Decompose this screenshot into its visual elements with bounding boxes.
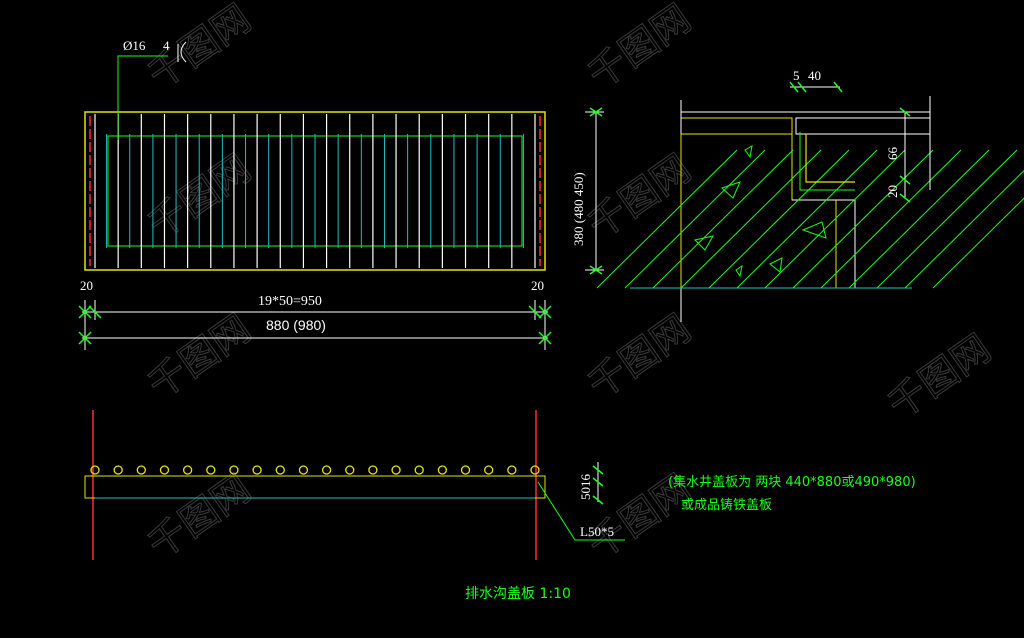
hatch-line <box>624 149 766 289</box>
hatch-line <box>876 149 1018 289</box>
section-angle <box>805 134 855 183</box>
bar-dia-label: Ø16 <box>123 38 146 53</box>
hatch-line <box>932 197 1024 289</box>
elev-bar-dot <box>113 465 123 475</box>
elev-bar-dot <box>530 465 540 475</box>
elev-bar-dot <box>507 465 517 475</box>
elev-thk-label: 5016 <box>578 474 593 501</box>
plan-bars <box>94 114 536 268</box>
elev-bar-dot <box>460 465 471 475</box>
section-top-b: 40 <box>808 68 821 83</box>
section-top-ticks <box>789 81 843 93</box>
elevation-view: 5016 L50*5 <box>84 410 625 560</box>
elev-bar-dot <box>368 465 378 475</box>
elev-bar-dot <box>252 465 262 475</box>
elev-bar-dot <box>275 465 285 475</box>
section-dim-b: 20 <box>885 185 900 198</box>
elev-thk-ticks <box>592 465 604 505</box>
elev-angle-label: L50*5 <box>580 524 614 539</box>
section-angle-inner <box>799 132 855 191</box>
elev-bar-dot <box>437 465 448 475</box>
hatch-line <box>792 149 934 289</box>
bar-size-label: 4 <box>163 38 170 53</box>
hatch-line <box>848 149 990 289</box>
plan-right-margin: 20 <box>531 278 544 293</box>
elev-plate <box>84 475 546 499</box>
plan-left-margin: 20 <box>80 278 93 293</box>
elev-bar-dot <box>298 465 309 475</box>
elev-bar-dot <box>345 465 355 475</box>
elev-bar-dot <box>90 465 100 475</box>
plan-spacing-label: 19*50=950 <box>258 294 322 309</box>
elev-bars <box>90 465 540 475</box>
elev-bar-dot <box>391 465 401 475</box>
note-line-2: 或成品铸铁盖板 <box>681 497 772 513</box>
bar-leader <box>117 55 168 140</box>
elev-bar-dot <box>206 465 216 475</box>
hatch-line <box>764 149 906 289</box>
elev-bar-dot <box>136 465 146 475</box>
watermark-text: 千图网 <box>880 326 999 427</box>
elev-bar-dot <box>159 465 170 475</box>
section-aggregate <box>694 145 827 278</box>
elev-bar-dot <box>321 465 332 475</box>
elev-angle-leader <box>537 481 625 541</box>
section-wall-inner <box>792 199 856 288</box>
watermark-text: 千图网 <box>140 306 259 407</box>
plan-view: Ø16 4 380 (480 450) 20 20 19*50=950 880 … <box>78 38 604 350</box>
plan-height-label: 380 (480 450) <box>571 172 586 246</box>
elev-bar-dot <box>414 465 424 475</box>
section-right-ticks <box>899 107 911 203</box>
drawing-title: 排水沟盖板 1:10 <box>465 586 571 602</box>
plan-height-tick-bot <box>589 265 603 275</box>
section-top-slab <box>680 117 793 135</box>
hatch-line <box>680 149 822 289</box>
hatch-line <box>736 149 878 289</box>
hatch-line <box>596 149 738 289</box>
note-line-1: (集水井盖板为 两块 440*880或490*980) <box>668 474 916 490</box>
hatch-line <box>904 169 1024 289</box>
watermark-text: 千图网 <box>140 0 259 97</box>
bar-section-symbol <box>180 41 187 63</box>
watermark-text: 千图网 <box>140 466 259 567</box>
section-view: 5 40 66 20 <box>596 68 1024 322</box>
watermark-text: 千图网 <box>580 0 699 97</box>
plan-height-tick-top <box>589 107 603 117</box>
plan-ticks <box>78 305 552 345</box>
hatch-line <box>820 149 962 289</box>
hatch-line <box>652 149 794 289</box>
section-hatching <box>596 149 1024 289</box>
plan-overall-label: 880 (980) <box>266 317 326 333</box>
section-cover-plate <box>795 117 931 135</box>
hatch-line <box>708 149 850 289</box>
section-dim-a: 66 <box>885 147 900 161</box>
plan-outer-frame <box>84 111 546 271</box>
section-top-a: 5 <box>793 68 800 83</box>
elev-bar-dot <box>484 465 494 475</box>
elev-bar-dot <box>182 465 193 475</box>
elev-bar-dot <box>229 465 239 475</box>
